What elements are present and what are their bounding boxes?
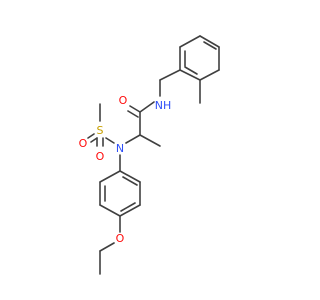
- bond: [87, 133, 95, 139]
- bonds: [87, 35, 220, 275]
- bond: [122, 176, 138, 186]
- bond: [203, 41, 217, 50]
- bond: [159, 69, 181, 81]
- atom-label-o-sulfonyl-1: O: [79, 137, 88, 150]
- atom-label-n-sulfonamide: N: [116, 142, 124, 155]
- bond: [179, 35, 201, 48]
- bond: [199, 69, 220, 81]
- bond: [125, 134, 141, 144]
- bond: [127, 110, 139, 118]
- atom-label-o-ether: O: [116, 232, 125, 245]
- bond: [179, 69, 201, 81]
- bond: [120, 202, 136, 212]
- bond: [119, 170, 141, 183]
- bond: [139, 101, 155, 113]
- bond: [139, 134, 161, 147]
- bond: [90, 137, 98, 143]
- bond: [119, 204, 141, 217]
- bond: [99, 242, 115, 252]
- bond: [105, 137, 115, 144]
- atom-label-o-sulfonyl-2: O: [96, 150, 105, 163]
- bond: [99, 170, 121, 183]
- bond: [99, 204, 121, 217]
- bond: [129, 105, 141, 113]
- atom-label-o-carbonyl: O: [119, 94, 128, 107]
- bond: [184, 66, 198, 75]
- atom-label-s-sulfonyl: S: [97, 124, 104, 137]
- atom-label-n-amide: NH: [155, 99, 172, 112]
- bond: [199, 35, 220, 48]
